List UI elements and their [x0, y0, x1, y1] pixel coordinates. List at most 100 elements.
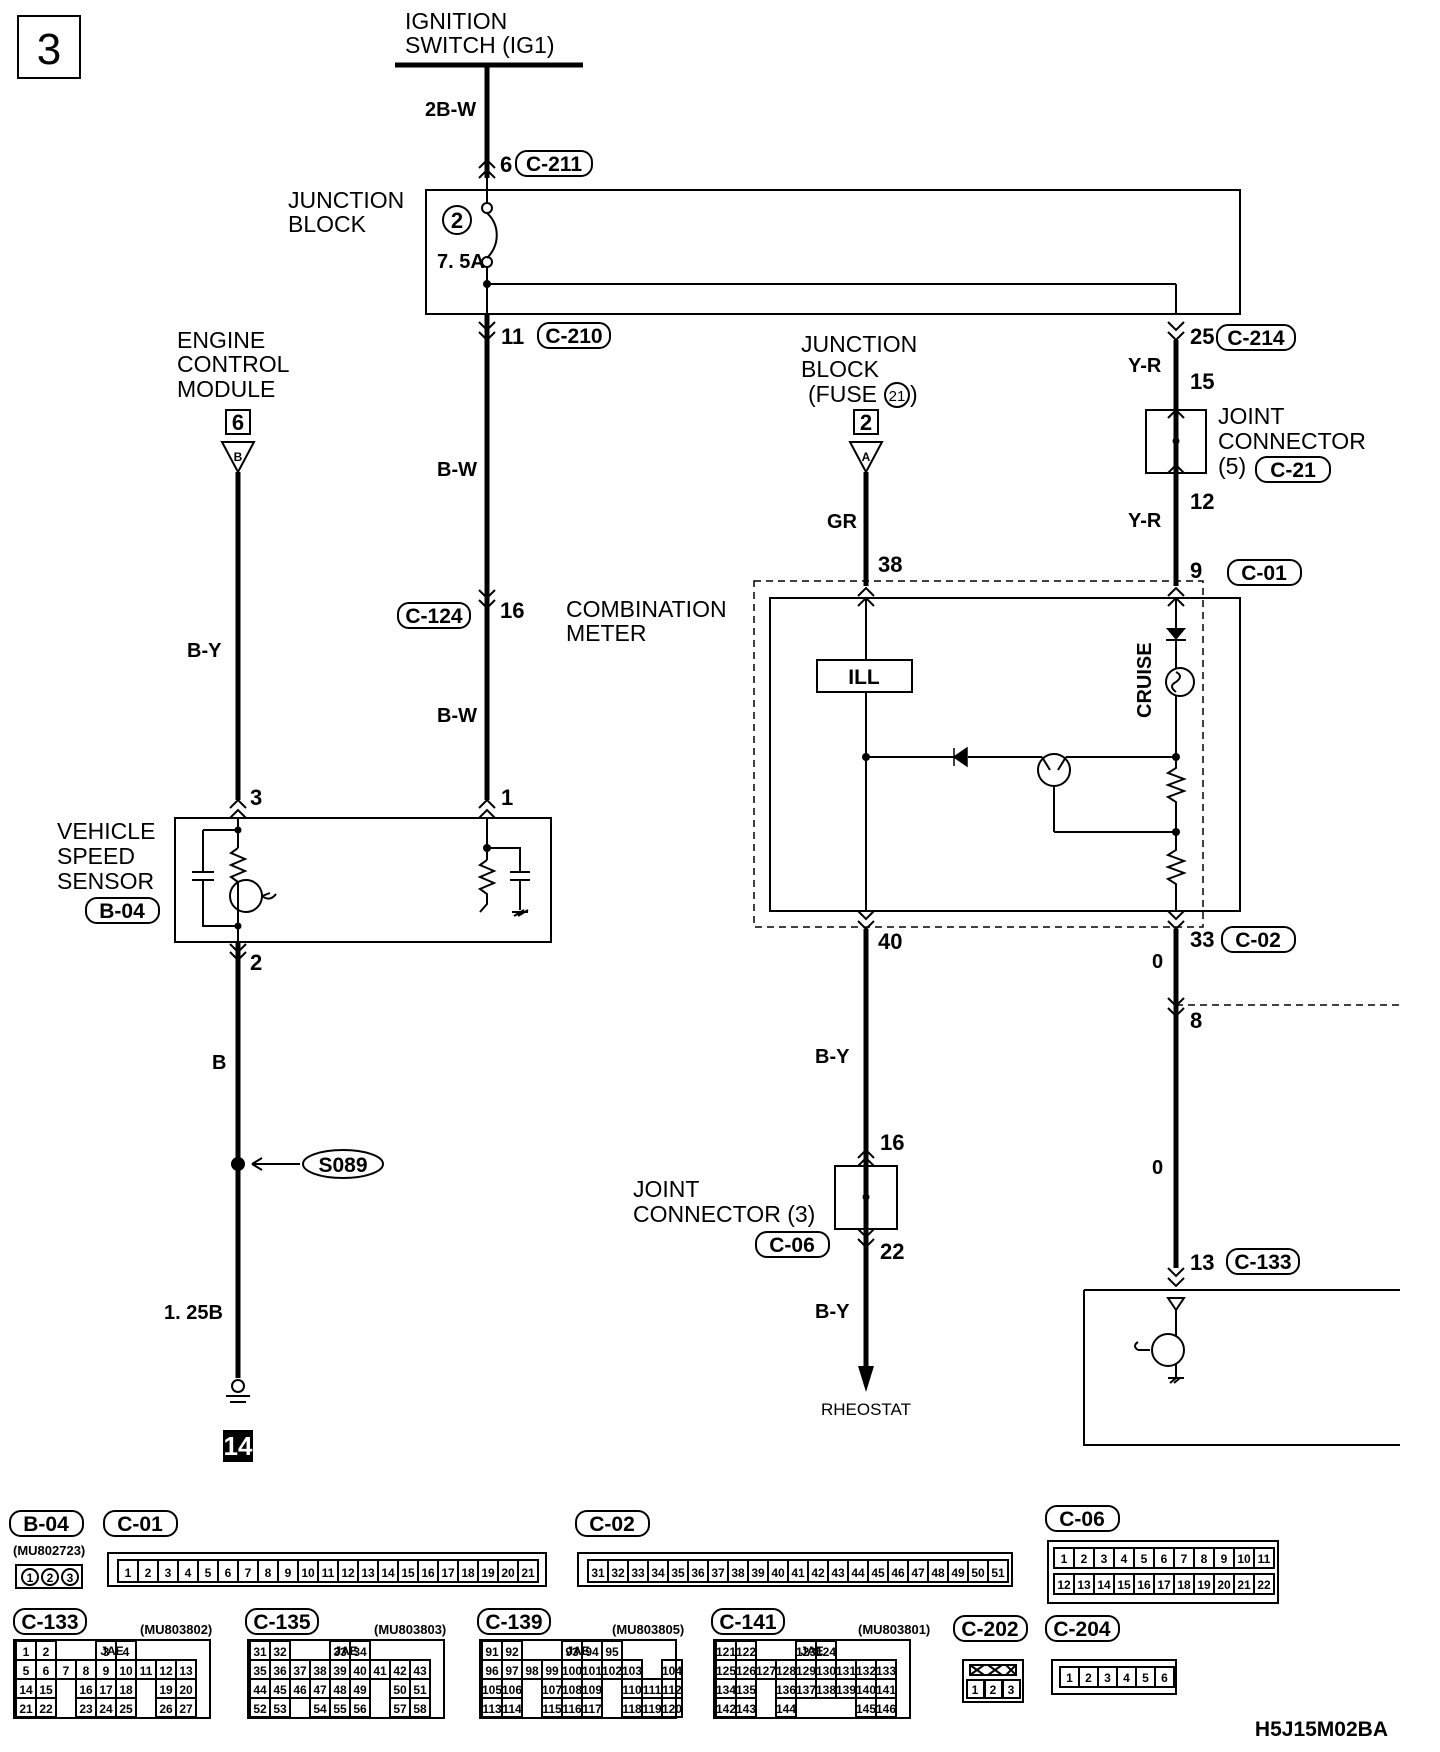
cell: 35: [253, 1664, 267, 1678]
right-module-transistor: [1151, 1333, 1185, 1367]
ignition-switch-label-2: SWITCH (IG1): [405, 32, 555, 58]
cell: 24: [99, 1702, 113, 1716]
cell: 13: [361, 1566, 375, 1580]
right-module-box: [1083, 1289, 1400, 1446]
meter-label-2: METER: [566, 620, 647, 646]
cruise-lamp: [1165, 667, 1195, 697]
connector-label-c06: C-06: [769, 1234, 815, 1257]
cell: 53: [273, 1702, 287, 1716]
connector-view-c139: C-139 (MU803805): [477, 1608, 684, 1637]
cell: 3: [67, 1571, 74, 1585]
pin-jc3-bottom: 22: [880, 1239, 904, 1264]
vss-resistor: [228, 847, 248, 883]
part-number-b04: (MU802723): [13, 1543, 85, 1558]
connector-label-c02: C-02: [1235, 929, 1281, 952]
part-number-c139: (MU803805): [612, 1622, 684, 1637]
jb-fuse21-label-2: BLOCK: [801, 356, 880, 382]
cell: 137: [796, 1683, 816, 1697]
connector-view-tag-b04: [9, 1510, 84, 1537]
cell: 125: [716, 1664, 736, 1678]
connector-c202-cells: 1 2 3: [966, 1679, 1021, 1699]
part-number-c135: (MU803803): [374, 1622, 446, 1637]
ground-number: 14: [224, 1431, 253, 1461]
cell: 12: [1057, 1578, 1071, 1592]
connector-view-label-c06: C-06: [1059, 1508, 1105, 1531]
fuse21-connector-letter: A: [862, 450, 871, 464]
cell: 16: [79, 1683, 93, 1697]
pin-c02: 33: [1190, 927, 1214, 952]
cell: 21: [1237, 1578, 1251, 1592]
cell: 8: [1201, 1552, 1208, 1566]
connector-view-tag-c06: [1045, 1505, 1120, 1532]
pin-jc5-top: 15: [1190, 369, 1214, 394]
wire-label-b-y-ecm: B-Y: [187, 640, 222, 662]
cell: 16: [1137, 1578, 1151, 1592]
junction-block-box: [425, 189, 1241, 315]
meter-box: [769, 597, 1241, 912]
pin-jc3-top: 16: [880, 1130, 904, 1155]
cell: 145: [856, 1702, 876, 1716]
jb-fuse21-label-3-end: ): [910, 381, 918, 407]
cell: 39: [333, 1664, 347, 1678]
cell: 136: [776, 1683, 796, 1697]
rheostat-label: RHEOSTAT: [821, 1400, 911, 1419]
fuse21-circle: [884, 382, 910, 408]
jb-fuse21-label-1: JUNCTION: [801, 331, 917, 357]
cell: 11: [322, 1566, 335, 1580]
cell: 3: [1008, 1683, 1015, 1697]
wire-label-gr: GR: [827, 511, 858, 533]
cell: 6: [43, 1664, 50, 1678]
cell: 33: [333, 1645, 347, 1659]
cell: 18: [1177, 1578, 1191, 1592]
page-number-box: 3: [17, 15, 81, 79]
cell: 92: [505, 1645, 519, 1659]
cell: 7: [1181, 1552, 1188, 1566]
cell: 107: [542, 1683, 562, 1697]
ground-number-box: [223, 1430, 253, 1462]
cell: 18: [119, 1683, 133, 1697]
cell: 3: [165, 1566, 172, 1580]
connector-label-c214: C-214: [1227, 327, 1285, 350]
connector-tag-b04: [85, 897, 160, 924]
cell: 142: [716, 1702, 736, 1716]
jc3-label-2: CONNECTOR (3): [633, 1201, 815, 1227]
cell: 34: [651, 1566, 665, 1580]
ill-lamp-box: [816, 659, 913, 693]
ecm-label-2: CONTROL: [177, 351, 290, 377]
connector-view-c133: C-133 (MU803802): [13, 1608, 212, 1637]
cell: 3: [103, 1645, 110, 1659]
fuse-number-circle: [442, 205, 472, 235]
cell: 40: [353, 1664, 367, 1678]
pin-meter-38: 38: [878, 552, 902, 577]
cell: 17: [1157, 1578, 1171, 1592]
wire-label-b-w-2: B-W: [437, 705, 477, 727]
ecm-label-3: MODULE: [177, 376, 275, 402]
junction-block-label-1: JUNCTION: [288, 187, 404, 213]
fuse21-number: 21: [889, 388, 906, 405]
jc5-label-3: (5): [1218, 453, 1246, 479]
ecm-pin-box: [225, 409, 251, 435]
cell: 20: [501, 1566, 515, 1580]
wire-label-0-2: 0: [1152, 1157, 1163, 1179]
vss-label-2: SPEED: [57, 843, 135, 869]
cell: 99: [545, 1664, 559, 1678]
cell: 19: [481, 1566, 495, 1580]
cell: 48: [931, 1566, 945, 1580]
cell: 3: [1101, 1552, 1108, 1566]
ecm-label-1: ENGINE: [177, 327, 265, 353]
cell: 115: [542, 1702, 562, 1716]
vss-label-3: SENSOR: [57, 868, 154, 894]
cell: 100: [562, 1664, 582, 1678]
cell: 26: [159, 1702, 173, 1716]
cell: 105: [482, 1683, 502, 1697]
meter-resistor-1: [1165, 757, 1187, 832]
cell: 110: [622, 1683, 642, 1697]
vss-box: [174, 817, 552, 943]
cell: 2: [1085, 1671, 1092, 1685]
cell: 139: [836, 1683, 856, 1697]
cell: 2: [43, 1645, 50, 1659]
cell: 38: [313, 1664, 327, 1678]
cell: 49: [951, 1566, 965, 1580]
